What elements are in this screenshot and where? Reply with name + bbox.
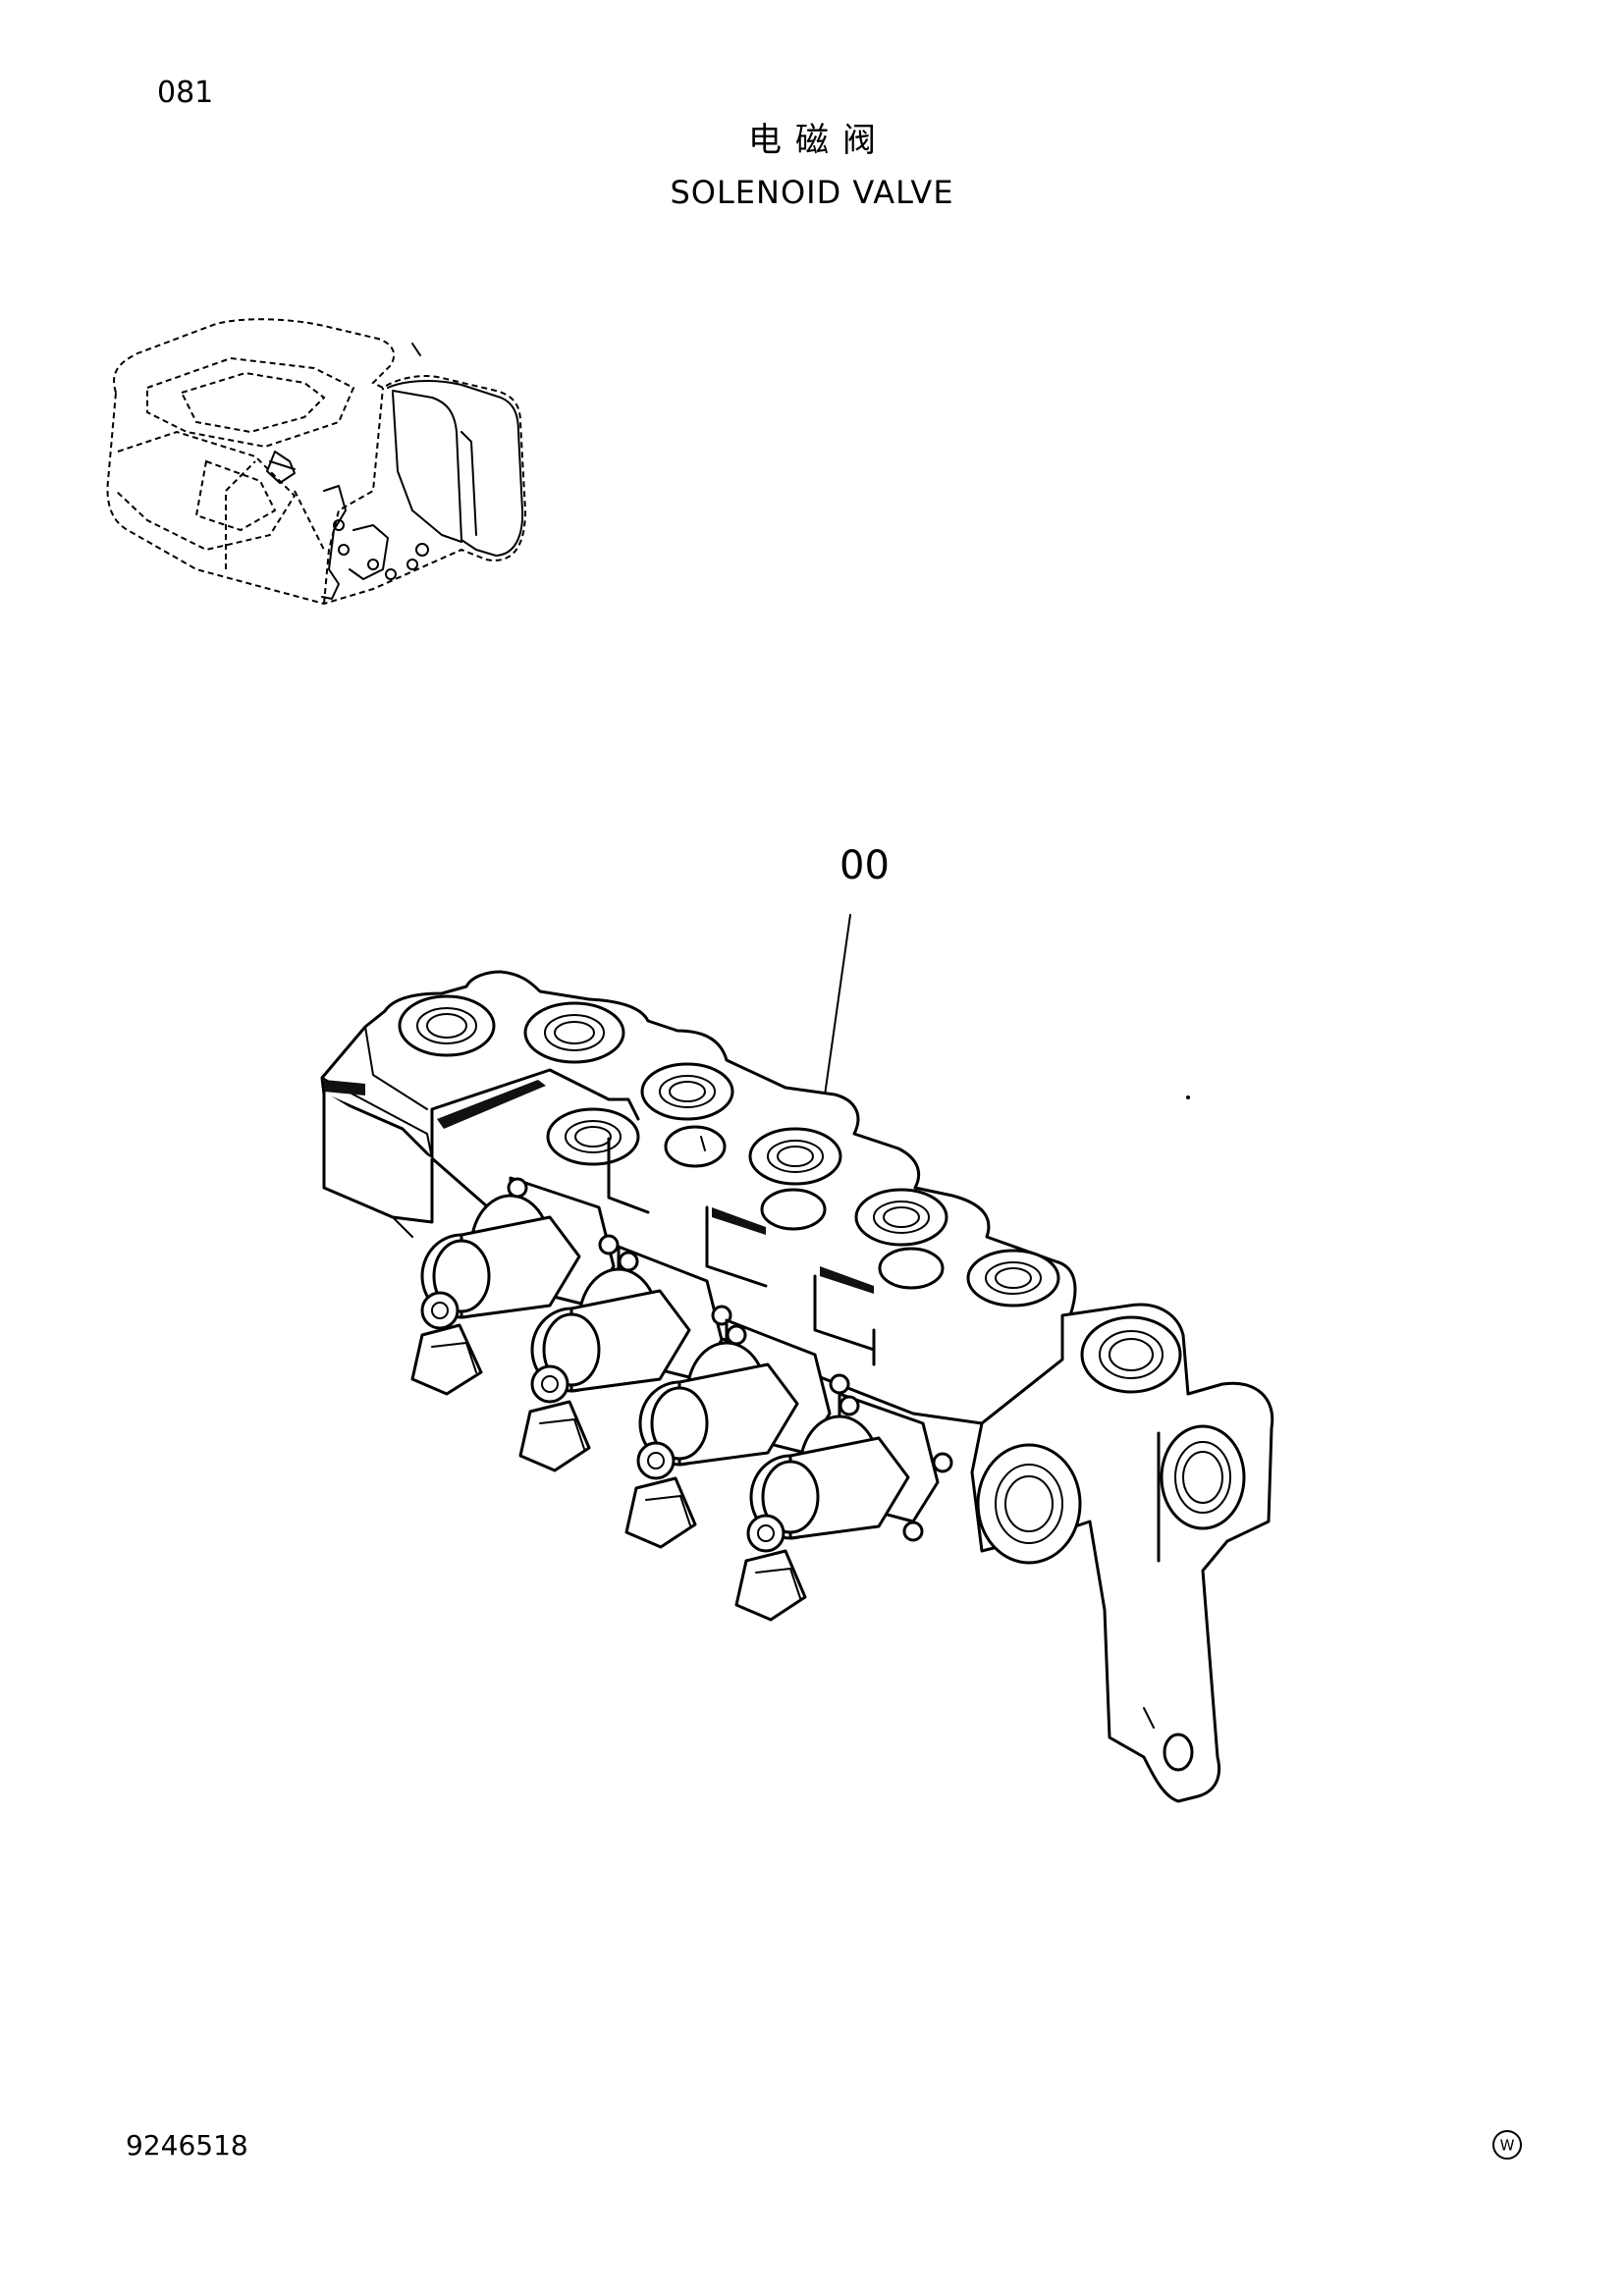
title-chinese: 电磁阀 bbox=[748, 121, 890, 160]
w-mark-label: W bbox=[1500, 2137, 1515, 2155]
solenoid-coil-4 bbox=[734, 1392, 953, 1622]
callout-label: 00 bbox=[839, 843, 890, 888]
document-number: 9246518 bbox=[126, 2129, 248, 2162]
solenoid-coil-3 bbox=[624, 1318, 850, 1549]
callout-leader-line bbox=[822, 914, 851, 1110]
port-bosses bbox=[398, 994, 1060, 1308]
title-english: SOLENOID VALVE bbox=[670, 174, 954, 211]
solenoid-coil-1 bbox=[410, 1176, 620, 1396]
w-circle-icon: W bbox=[1492, 2130, 1522, 2160]
page-number: 081 bbox=[157, 76, 214, 110]
